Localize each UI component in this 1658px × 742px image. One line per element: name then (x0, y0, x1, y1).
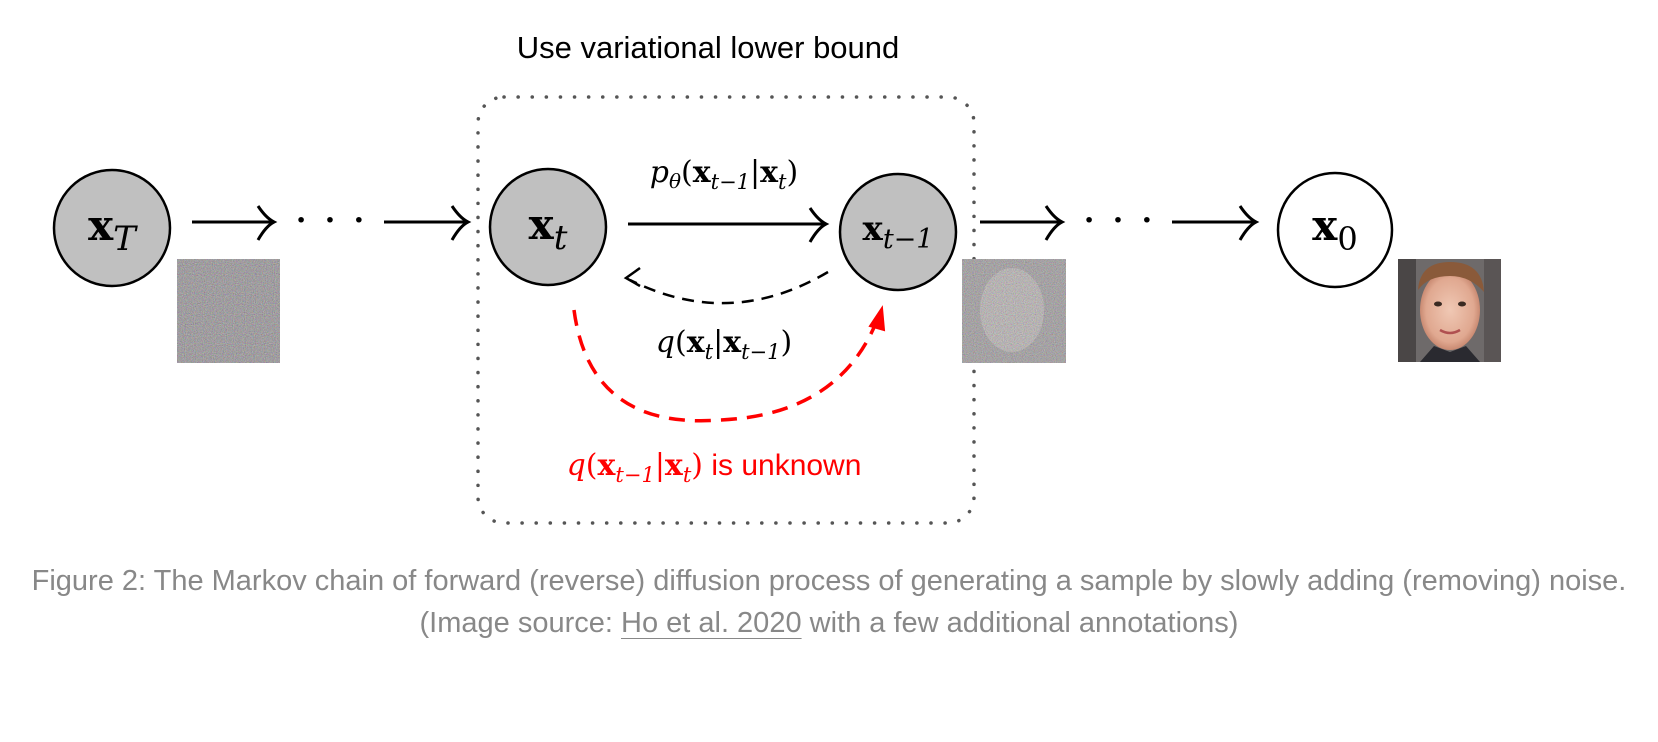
forward-process-label: q(xt|xt−1) (656, 325, 792, 364)
noisy-face-image (962, 259, 1066, 363)
arrow-right-icon (1172, 205, 1260, 241)
caption-text-after: with a few additional annotations) (801, 607, 1239, 639)
bound-header: Use variational lower bound (517, 30, 900, 65)
svg-text:x0: x0 (1312, 201, 1357, 258)
svg-text:xt−1: xt−1 (863, 209, 934, 255)
figure-caption: Figure 2: The Markov chain of forward (r… (0, 560, 1658, 644)
forward-arrow-icon (623, 266, 829, 305)
arrow-right-icon (192, 205, 278, 241)
node-xt: xt (488, 167, 608, 287)
node-xT: xT (52, 168, 172, 288)
node-xt-minus-1: xt−1 (838, 172, 958, 292)
pure-noise-image (177, 259, 280, 363)
reverse-process-label: pθ(xt−1|xt) (650, 155, 798, 194)
arrow-right-icon (384, 205, 472, 241)
svg-text:xT: xT (88, 201, 138, 259)
unknown-posterior-arrow-icon (572, 305, 886, 423)
diffusion-diagram: Use variational lower bound xT · · · xt … (52, 30, 1501, 525)
ellipsis-left: · · · (296, 203, 368, 238)
svg-text:xt: xt (529, 200, 568, 258)
unknown-posterior-label: q(xt−1|xt) is unknown (567, 448, 862, 487)
ellipsis-right: · · · (1084, 203, 1156, 238)
caption-text-before: Figure 2: The Markov chain of forward (r… (31, 565, 1627, 639)
reverse-arrow-icon (628, 207, 830, 243)
source-link[interactable]: Ho et al. 2020 (621, 607, 802, 639)
clean-face-image (1398, 259, 1501, 362)
arrow-right-icon (980, 205, 1066, 241)
node-x0: x0 (1276, 171, 1394, 289)
